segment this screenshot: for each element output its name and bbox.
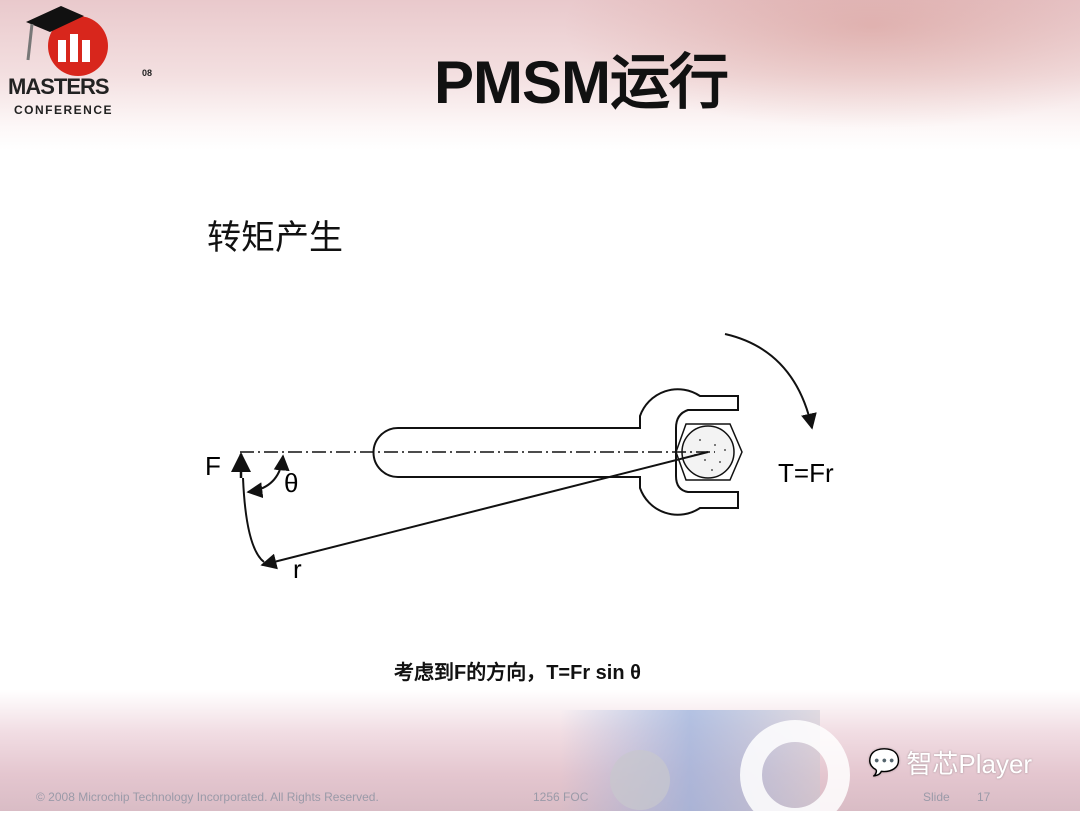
radius-label: r xyxy=(293,554,302,584)
footer-background xyxy=(0,690,1080,830)
slide-label: Slide xyxy=(923,790,950,804)
watermark: 💬 智芯Player xyxy=(868,744,1032,781)
logo-sub: CONFERENCE xyxy=(14,103,113,117)
wrench-torque-diagram: F θ r T=Fr xyxy=(205,333,834,584)
radius-arc xyxy=(242,477,265,563)
torque-label: T=Fr xyxy=(778,458,834,488)
course-code: 1256 FOC xyxy=(533,790,589,804)
logo-year: 08 xyxy=(142,68,152,78)
angle-arc xyxy=(246,454,290,499)
watermark-text: 智芯Player xyxy=(906,749,1033,779)
angle-label: θ xyxy=(284,468,298,498)
slide-subtitle: 转矩产生 xyxy=(207,219,343,257)
caption: 考虑到F的方向，T=Fr sin θ xyxy=(394,662,641,684)
copyright: © 2008 Microchip Technology Incorporated… xyxy=(36,790,379,804)
wechat-icon: 💬 xyxy=(868,747,901,777)
slide-number: 17 xyxy=(977,790,991,804)
masters-conference-logo: MASTERS 08 CONFERENCE xyxy=(8,6,152,117)
rotation-arrow-icon xyxy=(724,333,817,430)
slide-title: PMSM运行 xyxy=(434,49,729,116)
header-background xyxy=(0,0,1080,150)
force-label: F xyxy=(205,451,221,481)
logo-name: MASTERS xyxy=(8,74,109,99)
radius-vector xyxy=(260,451,709,570)
